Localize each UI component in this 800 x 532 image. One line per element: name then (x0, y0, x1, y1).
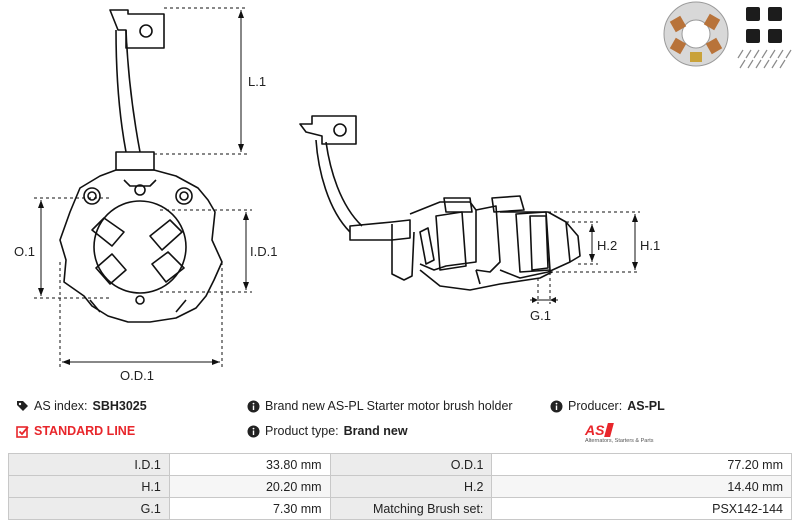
as-index: AS index: SBH3025 (16, 399, 147, 413)
as-pl-logo: AS Alternators, Starters & Parts (585, 423, 663, 447)
info-circle-icon (550, 400, 563, 413)
spec-label: O.D.1 (329, 453, 493, 476)
spec-value: 77.20 mm (491, 453, 792, 476)
producer: Producer: AS-PL (550, 399, 665, 413)
as-index-label: AS index: (34, 399, 88, 413)
side-view (299, 115, 581, 291)
spec-label: H.2 (329, 475, 493, 498)
product-type-value: Brand new (343, 424, 408, 438)
product-type-label: Product type: (265, 424, 339, 438)
info-row-1: AS index: SBH3025 Brand new AS-PL Starte… (0, 399, 800, 419)
standard-line-text: STANDARD LINE (34, 424, 136, 438)
label-id1: I.D.1 (250, 244, 277, 259)
product-description: Brand new AS-PL Starter motor brush hold… (247, 399, 513, 413)
spec-label: I.D.1 (8, 453, 170, 476)
spec-label: G.1 (8, 497, 170, 520)
label-l1: L.1 (248, 74, 266, 89)
label-h2: H.2 (597, 238, 617, 253)
label-g1: G.1 (530, 308, 551, 323)
description-text: Brand new AS-PL Starter motor brush hold… (265, 399, 513, 413)
check-square-icon (16, 425, 29, 438)
technical-drawing: L.1 O.1 I.D.1 O.D.1 H.1 H.2 G.1 (14, 1, 792, 383)
producer-label: Producer: (568, 399, 623, 413)
spec-table: I.D.1 33.80 mm O.D.1 77.20 mm H.1 20.20 … (8, 453, 792, 520)
spec-value: 33.80 mm (168, 453, 331, 476)
label-od1: O.D.1 (120, 368, 154, 383)
label-o1: O.1 (14, 244, 35, 259)
tag-icon (16, 400, 29, 413)
info-circle-icon (247, 425, 260, 438)
table-row: H.1 20.20 mm H.2 14.40 mm (8, 475, 792, 498)
spec-value: 20.20 mm (168, 475, 331, 498)
spec-value: 7.30 mm (168, 497, 331, 520)
spec-label: Matching Brush set: (329, 497, 493, 520)
table-row: I.D.1 33.80 mm O.D.1 77.20 mm (8, 453, 792, 476)
spec-value: 14.40 mm (491, 475, 792, 498)
logo-bolt-icon (604, 423, 615, 437)
front-view (59, 9, 223, 323)
info-circle-icon (247, 400, 260, 413)
product-type: Product type: Brand new (247, 424, 408, 438)
product-photo (663, 1, 792, 69)
spec-value: PSX142-144 (491, 497, 792, 520)
logo-mark: AS (585, 422, 605, 438)
info-row-2: STANDARD LINE Product type: Brand new (0, 424, 800, 444)
table-row: G.1 7.30 mm Matching Brush set: PSX142-1… (8, 497, 792, 520)
label-h1: H.1 (640, 238, 660, 253)
standard-line-badge: STANDARD LINE (16, 424, 135, 438)
producer-value: AS-PL (627, 399, 665, 413)
as-index-value: SBH3025 (92, 399, 147, 413)
logo-tagline: Alternators, Starters & Parts (585, 438, 654, 444)
spec-label: H.1 (8, 475, 170, 498)
